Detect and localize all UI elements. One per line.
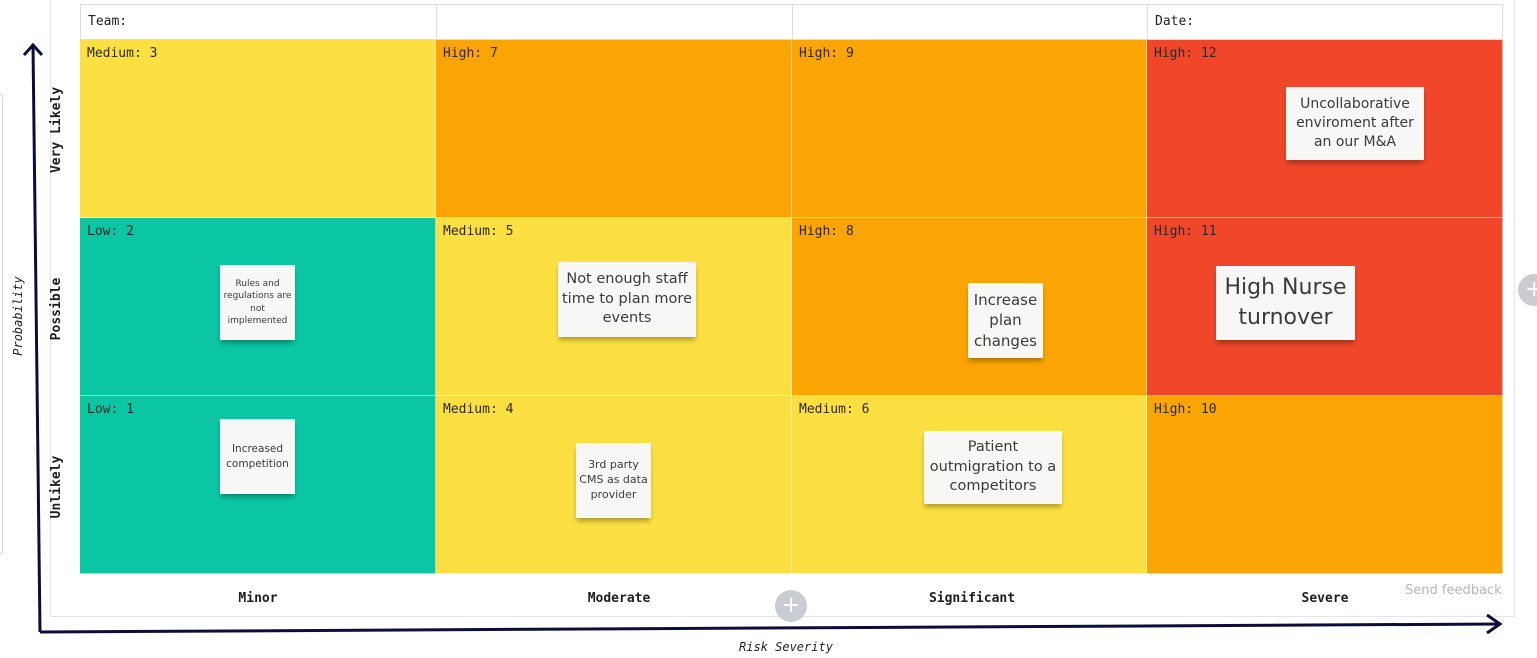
severity-level-severe: Severe <box>1301 591 1349 606</box>
risk-score-label: Medium: 5 <box>443 224 514 239</box>
severity-level-moderate: Moderate <box>587 591 651 606</box>
risk-score-label: Low: 2 <box>87 224 134 239</box>
severity-level-significant: Significant <box>928 591 1016 606</box>
header-row: Team: Date: <box>80 4 1503 40</box>
risk-score-label: Medium: 6 <box>799 402 870 417</box>
sticky-note[interactable]: Increased competition <box>220 419 295 494</box>
x-axis-arrowhead <box>1486 613 1503 635</box>
send-feedback-link[interactable]: Send feedback <box>1405 583 1502 598</box>
header-blank-cell-3[interactable] <box>792 4 1147 40</box>
risk-cell[interactable]: High: 8 Increase plan changes <box>792 218 1147 396</box>
risk-cell[interactable]: High: 11 High Nurse turnover <box>1147 218 1503 396</box>
sticky-note[interactable]: High Nurse turnover <box>1216 266 1355 340</box>
risk-cell[interactable]: High: 10 <box>1147 396 1503 574</box>
severity-level-minor: Minor <box>238 591 278 606</box>
date-field[interactable]: Date: <box>1147 4 1503 40</box>
header-blank-cell-2[interactable] <box>436 4 792 40</box>
risk-cell[interactable]: High: 12 Uncollaborative enviroment after… <box>1147 40 1503 218</box>
sticky-note[interactable]: Uncollaborative enviroment after an our … <box>1286 87 1424 160</box>
risk-score-label: Low: 1 <box>87 402 134 417</box>
plus-icon: + <box>1525 277 1537 302</box>
sticky-note[interactable]: 3rd party CMS as data provider <box>576 443 651 518</box>
sticky-note[interactable]: Not enough staff time to plan more event… <box>558 262 696 337</box>
team-label: Team: <box>88 14 128 29</box>
risk-cell[interactable]: Low: 2 Rules and regulations are not impl… <box>80 218 436 396</box>
risk-cell[interactable]: Medium: 4 3rd party CMS as data provider <box>436 396 792 574</box>
risk-score-label: High: 7 <box>443 46 498 61</box>
y-axis-arrowhead <box>22 42 44 57</box>
risk-score-label: High: 11 <box>1154 224 1217 239</box>
risk-cell[interactable]: Medium: 5 Not enough staff time to plan m… <box>436 218 792 396</box>
date-label: Date: <box>1155 14 1195 29</box>
risk-cell[interactable]: Medium: 6 Patient outmigration to a compe… <box>792 396 1147 574</box>
risk-score-label: Medium: 4 <box>443 402 514 417</box>
plus-icon: + <box>781 593 801 618</box>
risk-score-label: High: 12 <box>1154 46 1217 61</box>
add-column-button[interactable]: + <box>1518 274 1537 306</box>
x-axis-line <box>39 622 1501 634</box>
risk-cell[interactable]: Low: 1 Increased competition <box>80 396 436 574</box>
y-axis-title: Probability <box>11 276 25 356</box>
y-axis-line <box>31 44 42 633</box>
sticky-note[interactable]: Patient outmigration to a competitors <box>924 431 1062 504</box>
risk-cell[interactable]: Medium: 3 <box>80 40 436 218</box>
risk-score-label: Medium: 3 <box>87 46 158 61</box>
sticky-note[interactable]: Increase plan changes <box>968 283 1043 358</box>
team-field[interactable]: Team: <box>80 4 436 40</box>
x-axis-title: Risk Severity <box>739 640 833 654</box>
risk-score-label: High: 9 <box>799 46 854 61</box>
risk-score-label: High: 8 <box>799 224 854 239</box>
risk-score-label: High: 10 <box>1154 402 1217 417</box>
sticky-note[interactable]: Rules and regulations are not implemente… <box>220 265 295 340</box>
add-row-button[interactable]: + <box>775 590 807 622</box>
